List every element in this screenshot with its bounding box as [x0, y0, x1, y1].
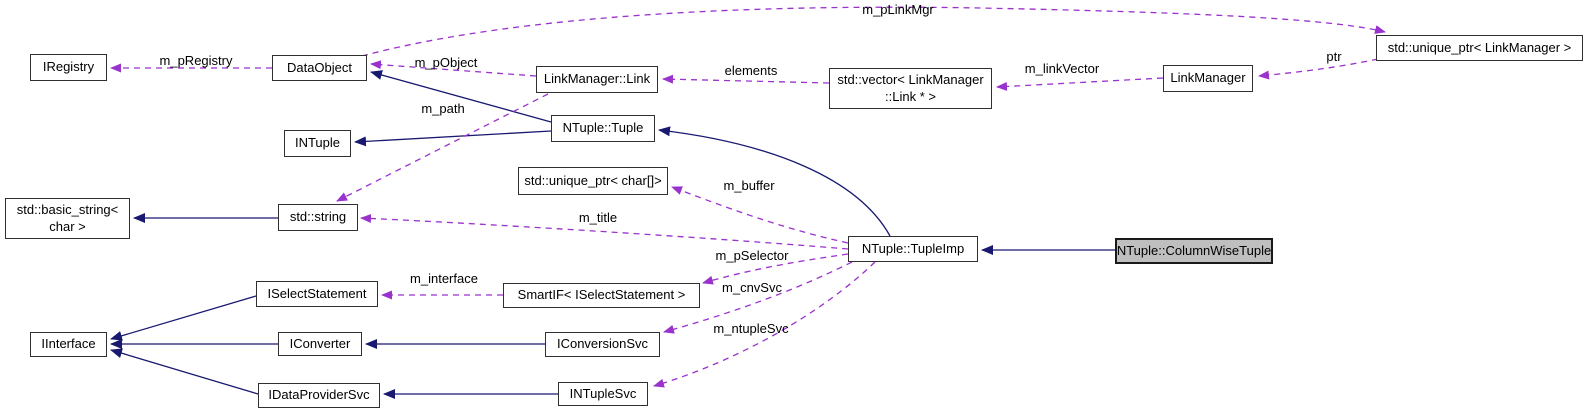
node-std-string[interactable]: std::string: [278, 204, 358, 231]
edge-label-m-plinkmgr: m_pLinkMgr: [862, 2, 934, 17]
node-iinterface[interactable]: IInterface: [30, 332, 107, 357]
edge-label-m-pobject: m_pObject: [414, 55, 478, 70]
node-label: LinkManager::Link: [543, 71, 651, 87]
edge-m-pselector: [702, 253, 849, 285]
edge-label-m-pregistry: m_pRegistry: [159, 53, 233, 68]
node-linkmanager[interactable]: LinkManager: [1163, 65, 1253, 92]
edge-label-m-buffer: m_buffer: [723, 178, 775, 193]
node-label: std::string: [289, 209, 347, 225]
edge-label-elements: elements: [724, 63, 778, 78]
node-label: ISelectStatement: [267, 285, 367, 301]
node-intuplesvc[interactable]: INTupleSvc: [558, 382, 648, 406]
node-ntuple-tupleimp[interactable]: NTuple::TupleImp: [848, 236, 978, 262]
node-unique-ptr-linkmanager[interactable]: std::unique_ptr< LinkManager >: [1376, 35, 1583, 61]
node-label: NTuple::ColumnWiseTuple: [1116, 242, 1272, 258]
edge-tuple-intuple: [354, 130, 552, 147]
node-label: NTuple::Tuple: [562, 120, 644, 136]
node-label: INTuple: [294, 135, 341, 151]
node-label: IConverter: [289, 335, 351, 351]
node-iconverter[interactable]: IConverter: [278, 332, 362, 356]
edge-label-m-interface: m_interface: [410, 271, 478, 286]
node-ntuple-columnwisetuple[interactable]: NTuple::ColumnWiseTuple: [1115, 238, 1273, 264]
edge-elements: [662, 74, 830, 84]
edge-label-m-title: m_title: [578, 210, 618, 225]
edge-m-plinkmgr: [361, 6, 1386, 57]
node-label: IDataProviderSvc: [268, 387, 370, 403]
node-basic-string[interactable]: std::basic_string<char >: [5, 198, 130, 239]
node-label: IRegistry: [42, 59, 95, 75]
node-label: DataObject: [286, 59, 353, 75]
node-intuple[interactable]: INTuple: [284, 130, 351, 157]
node-idataprovidersvc[interactable]: IDataProviderSvc: [258, 383, 380, 408]
edge-m-ntuplesvc: [653, 261, 876, 388]
node-label: std::basic_string<: [16, 202, 119, 218]
node-vector-linkmanager-link[interactable]: std::vector< LinkManager::Link * >: [829, 68, 992, 109]
node-ntuple-tuple[interactable]: NTuple::Tuple: [551, 115, 655, 142]
edge-tupleimp-tuple: [658, 126, 891, 237]
node-label: LinkManager: [1170, 70, 1246, 86]
edge-label-m-path: m_path: [421, 101, 465, 116]
node-label: SmartIF< ISelectStatement >: [517, 287, 686, 303]
node-label: NTuple::TupleImp: [861, 240, 965, 256]
edge-m-title: [360, 213, 849, 250]
edge-m-pobject: [370, 60, 537, 77]
node-smartif-iselectstatement[interactable]: SmartIF< ISelectStatement >: [503, 283, 700, 308]
node-dataobject[interactable]: DataObject: [272, 55, 367, 81]
edge-m-cnvsvc: [663, 261, 853, 334]
edge-idataprovidersvc-iinterface: [110, 348, 259, 395]
node-iselectstatement[interactable]: ISelectStatement: [256, 281, 378, 307]
node-iconversionsvc[interactable]: IConversionSvc: [545, 332, 660, 357]
edge-ptr: [1258, 58, 1379, 80]
node-label: std::unique_ptr< char[]>: [524, 172, 662, 188]
node-label: IInterface: [41, 336, 96, 352]
edge-iselectstatement-iinterface: [110, 295, 257, 341]
node-iregistry[interactable]: IRegistry: [30, 54, 107, 81]
edge-m-linkvector: [996, 77, 1164, 91]
edge-m-buffer: [671, 186, 849, 244]
edge-label-m-linkvector: m_linkVector: [1024, 61, 1100, 76]
edge-label-ptr: ptr: [1326, 49, 1342, 64]
node-label: IConversionSvc: [556, 336, 649, 352]
node-label: ::Link * >: [885, 88, 936, 104]
node-label: INTupleSvc: [569, 385, 637, 401]
node-label: std::vector< LinkManager: [837, 72, 984, 88]
node-linkmanager-link[interactable]: LinkManager::Link: [536, 66, 658, 93]
edge-label-m-pselector: m_pSelector: [715, 248, 789, 263]
node-label: char >: [49, 218, 86, 234]
node-label: std::unique_ptr< LinkManager >: [1387, 39, 1572, 55]
edge-label-m-cnvsvc: m_cnvSvc: [722, 280, 782, 295]
node-unique-ptr-char[interactable]: std::unique_ptr< char[]>: [518, 167, 668, 195]
edge-label-m-ntuplesvc: m_ntupleSvc: [713, 321, 789, 336]
edge-tuple-dataobject: [370, 70, 552, 123]
